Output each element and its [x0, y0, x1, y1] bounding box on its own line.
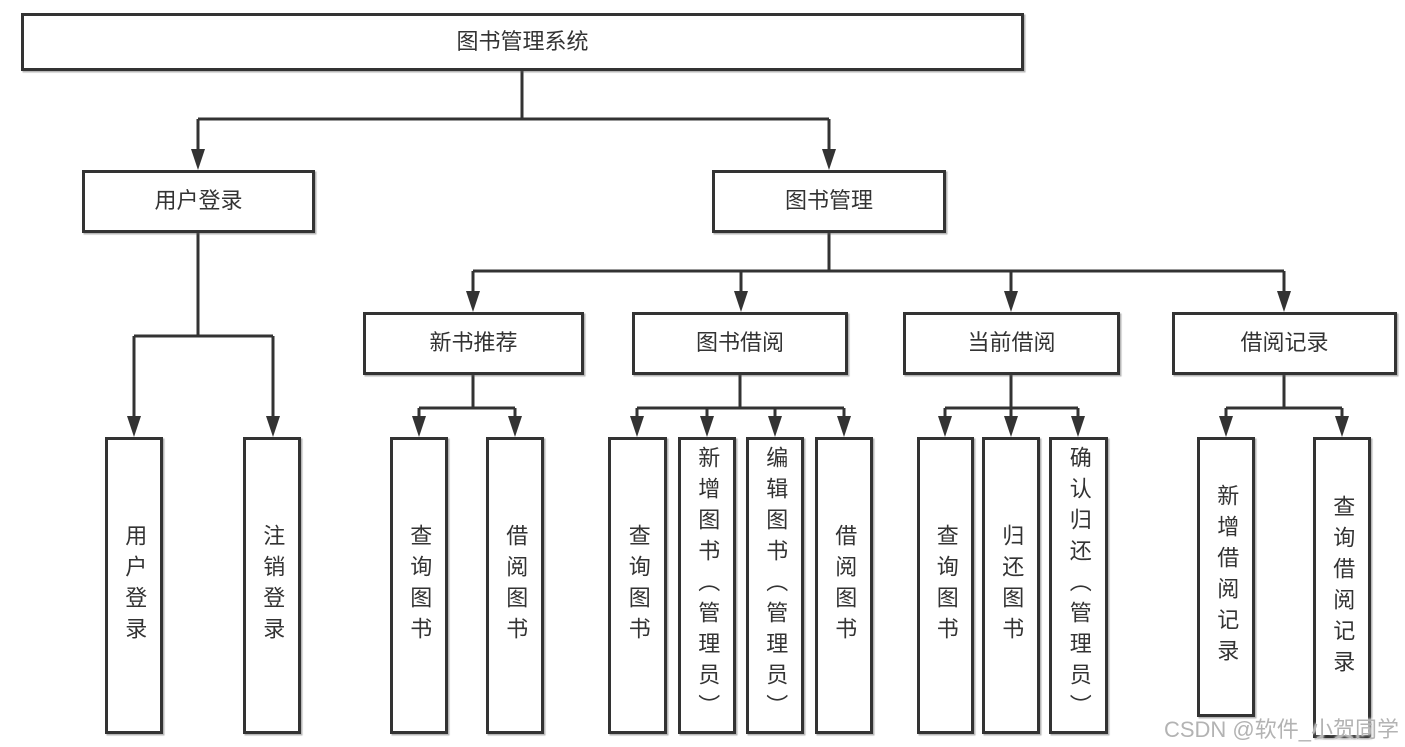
node-user-login: 用户登录 [82, 170, 315, 233]
connector-line [471, 233, 1286, 294]
arrow-down-icon [700, 416, 714, 437]
node-current-borrowing: 当前借阅 [903, 312, 1120, 375]
leaf-add-books-admin: 新增图书（管理员） [678, 437, 736, 734]
leaf-query-books: 查询图书 [608, 437, 667, 734]
leaf-label: 确认归还（管理员） [1066, 446, 1092, 725]
arrow-down-icon [1335, 416, 1349, 437]
connector-line [132, 233, 275, 419]
connector-line [1224, 375, 1344, 420]
node-library-management-system: 图书管理系统 [21, 13, 1024, 71]
arrow-down-icon [412, 416, 426, 437]
connector-line [635, 375, 846, 420]
arrow-down-icon [1219, 416, 1233, 437]
arrow-down-icon [938, 416, 952, 437]
arrow-down-icon [837, 416, 851, 437]
leaf-label: 查询图书 [625, 523, 651, 648]
connector-line-group [132, 70, 1344, 420]
arrow-down-icon [734, 291, 748, 312]
arrow-down-icon [822, 149, 836, 170]
arrowhead-group [127, 149, 1349, 437]
connector-line [943, 375, 1080, 420]
node-borrowing-records: 借阅记录 [1172, 312, 1397, 375]
leaf-label: 查询图书 [407, 523, 433, 648]
arrow-down-icon [1004, 291, 1018, 312]
node-book-borrowing: 图书借阅 [632, 312, 848, 375]
arrow-down-icon [1277, 291, 1291, 312]
leaf-label: 用户登录 [122, 523, 148, 648]
leaf-label: 借阅图书 [503, 523, 529, 648]
arrow-down-icon [768, 416, 782, 437]
leaf-label: 查询图书 [933, 523, 959, 648]
leaf-add-borrow-record: 新增借阅记录 [1197, 437, 1255, 717]
leaf-label: 借阅图书 [832, 523, 858, 648]
arrow-down-icon [191, 149, 205, 170]
node-new-book-recommendation: 新书推荐 [363, 312, 584, 375]
leaf-label: 新增借阅记录 [1214, 484, 1240, 670]
leaf-label: 归还图书 [999, 523, 1025, 648]
leaf-logout: 注销登录 [243, 437, 301, 734]
leaf-label: 查询借阅记录 [1330, 494, 1356, 681]
leaf-label: 新增图书（管理员） [695, 446, 721, 725]
leaf-confirm-return-admin: 确认归还（管理员） [1049, 437, 1108, 734]
leaf-query-books: 查询图书 [390, 437, 448, 734]
arrow-down-icon [466, 291, 480, 312]
leaf-edit-books-admin: 编辑图书（管理员） [746, 437, 804, 734]
leaf-borrow-books: 借阅图书 [815, 437, 873, 734]
leaf-label: 编辑图书（管理员） [763, 446, 789, 725]
arrow-down-icon [1004, 416, 1018, 437]
csdn-watermark: CSDN @软件_小贺同学 [1163, 717, 1399, 742]
arrow-down-icon [266, 416, 280, 437]
connector-line [196, 70, 831, 152]
leaf-label: 注销登录 [260, 523, 286, 648]
arrow-down-icon [630, 416, 644, 437]
leaf-query-borrow-record: 查询借阅记录 [1313, 437, 1371, 738]
arrow-down-icon [127, 416, 141, 437]
leaf-query-books: 查询图书 [917, 437, 974, 734]
arrow-down-icon [1071, 416, 1085, 437]
leaf-return-books: 归还图书 [982, 437, 1040, 734]
arrow-down-icon [508, 416, 522, 437]
node-book-management: 图书管理 [712, 170, 946, 233]
connector-line [417, 375, 517, 420]
leaf-user-login: 用户登录 [105, 437, 163, 734]
leaf-borrow-books: 借阅图书 [486, 437, 544, 734]
